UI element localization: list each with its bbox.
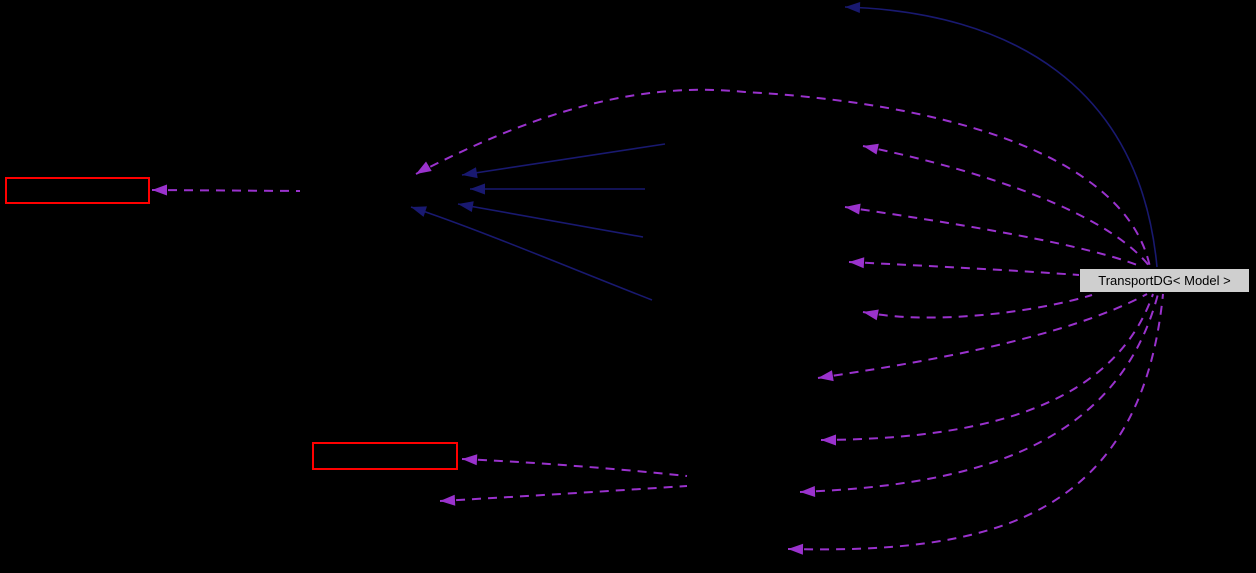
usage-edge-upper-1-arrowhead-icon	[863, 143, 879, 155]
inheritance-edge-4-arrowhead-icon	[411, 206, 427, 217]
usage-edge-truncated-2-arrowhead-icon	[462, 454, 478, 466]
main-node-label: TransportDG< Model >	[1098, 273, 1231, 288]
usage-edge-top-arc-arrowhead-icon	[416, 161, 432, 174]
usage-edge-lower-4	[787, 293, 1164, 551]
usage-edge-bottom-left	[439, 485, 688, 502]
inheritance-edge-top-arc-arrowhead-icon	[845, 2, 861, 14]
inheritance-edge-1-arrowhead-icon	[462, 167, 478, 179]
usage-edge-lower-2	[820, 293, 1154, 441]
usage-edge-upper-3	[848, 261, 1080, 276]
inheritance-edge-2-arrowhead-icon	[470, 183, 485, 195]
usage-edge-upper-4-arrowhead-icon	[863, 309, 879, 321]
usage-edge-lower-1	[817, 293, 1148, 379]
usage-edge-truncated-2	[461, 458, 688, 477]
usage-edge-upper-2-arrowhead-icon	[845, 203, 861, 215]
usage-edge-lower-3	[799, 293, 1159, 493]
usage-edge-upper-4	[862, 294, 1093, 319]
usage-edge-top-arc	[415, 88, 1151, 268]
usage-edge-lower-2-arrowhead-icon	[821, 434, 836, 446]
main-node-transportdg[interactable]: TransportDG< Model >	[1079, 268, 1250, 293]
usage-edge-upper-1	[862, 145, 1151, 268]
truncated-node-left[interactable]	[5, 177, 150, 204]
usage-edge-truncated-1	[151, 189, 301, 192]
usage-edge-lower-4-arrowhead-icon	[788, 543, 804, 555]
inheritance-edge-top-arc	[844, 6, 1158, 268]
truncated-node-bottom[interactable]	[312, 442, 458, 470]
inheritance-edge-3	[457, 203, 644, 238]
inheritance-edge-3-arrowhead-icon	[458, 201, 474, 213]
usage-edge-truncated-1-arrowhead-icon	[152, 184, 167, 196]
inheritance-edge-1	[461, 143, 666, 176]
usage-edge-upper-3-arrowhead-icon	[849, 257, 865, 269]
usage-edge-lower-1-arrowhead-icon	[818, 370, 834, 382]
usage-edge-bottom-left-arrowhead-icon	[440, 494, 456, 506]
usage-edge-upper-2	[844, 206, 1143, 268]
inheritance-edge-4	[410, 206, 653, 301]
usage-edge-lower-3-arrowhead-icon	[800, 485, 816, 497]
